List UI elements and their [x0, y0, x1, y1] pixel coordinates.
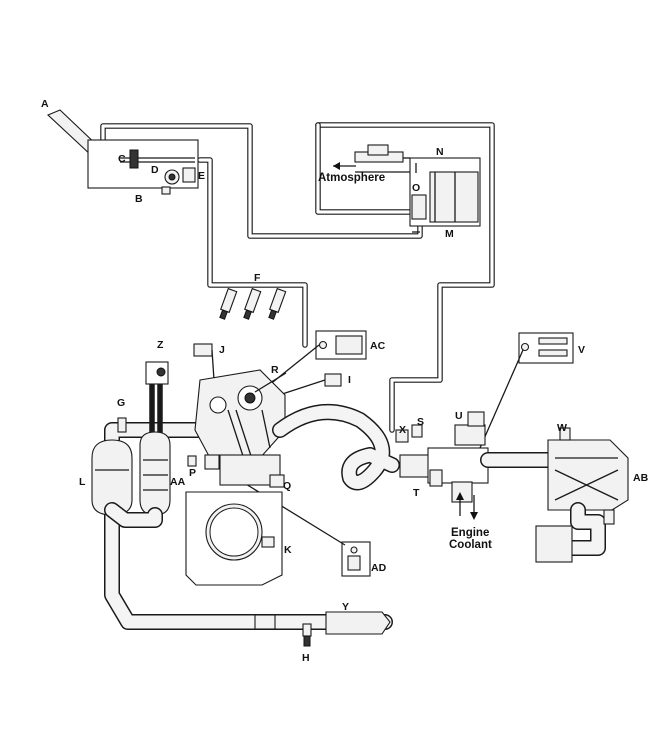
label-d: D — [151, 164, 159, 176]
part-aa-catalyst — [104, 361, 171, 528]
exhaust-pipe — [104, 502, 393, 647]
label-y: Y — [342, 601, 349, 613]
label-k: K — [284, 544, 292, 556]
coolant-arrows — [456, 492, 478, 520]
label-ac: AC — [370, 340, 386, 352]
label-r: R — [271, 364, 279, 376]
label-n: N — [436, 146, 444, 158]
part-ab-airbox — [535, 427, 629, 563]
label-m: M — [445, 228, 454, 240]
label-e: E — [198, 170, 205, 182]
label-l: L — [79, 476, 86, 488]
label-p: P — [189, 467, 196, 479]
label-z: Z — [157, 339, 164, 351]
label-b: B — [135, 193, 143, 205]
label-o: O — [412, 182, 420, 194]
label-f: F — [254, 272, 261, 284]
intake-manifold — [272, 404, 400, 491]
label-j: J — [219, 344, 225, 356]
label-aa: AA — [170, 476, 186, 488]
label-h: H — [302, 652, 310, 664]
label-w: W — [557, 422, 567, 434]
atmosphere-arrow — [333, 162, 356, 170]
engine-assembly — [185, 369, 286, 586]
label-i: I — [348, 374, 351, 386]
part-b-box — [87, 139, 199, 195]
part-v-box — [479, 332, 574, 449]
label-a: A — [41, 98, 49, 110]
label-ab: AB — [633, 472, 649, 484]
label-q: Q — [283, 480, 291, 492]
part-f-injectors — [219, 287, 287, 320]
label-t: T — [413, 487, 420, 499]
label-ad: AD — [371, 562, 387, 574]
diagram-labels: A B C D E F G H I J K L M N O P Q R S T … — [41, 98, 649, 664]
label-atmosphere: Atmosphere — [318, 172, 385, 184]
part-l-catalyst — [91, 417, 206, 516]
label-u: U — [455, 410, 463, 422]
label-v: V — [578, 344, 585, 356]
vacuum-hose-network — [100, 122, 495, 433]
label-g: G — [117, 397, 125, 409]
part-ac-box — [252, 330, 367, 399]
part-mno-module — [354, 144, 481, 233]
label-engine: Engine — [451, 527, 489, 539]
label-s: S — [417, 416, 424, 428]
label-x: X — [399, 424, 406, 436]
label-c: C — [118, 153, 126, 165]
label-coolant: Coolant — [449, 539, 492, 551]
throttle-body-assembly — [395, 411, 556, 503]
leader-lines — [254, 163, 417, 393]
